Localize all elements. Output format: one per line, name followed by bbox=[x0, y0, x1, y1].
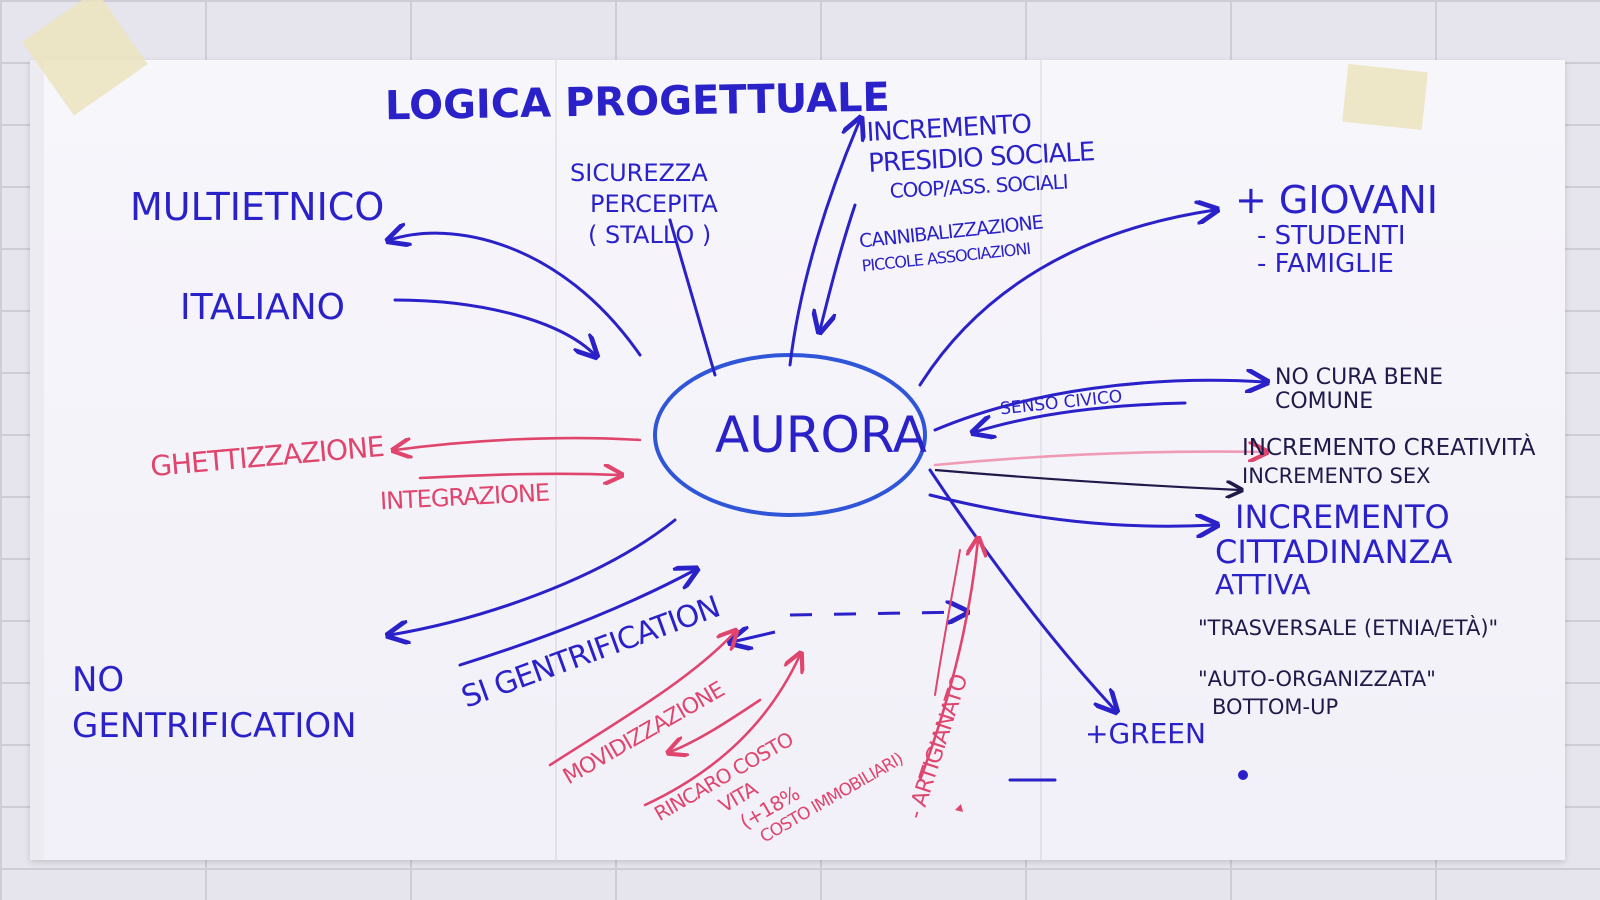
text-line: SICUREZZA bbox=[570, 159, 708, 187]
text-line: INCREMENTO bbox=[1235, 498, 1450, 536]
page-title: LOGICA PROGETTUALE bbox=[384, 74, 891, 130]
label-no-cura-bene-comune: NO CURA BENE COMUNE bbox=[1275, 365, 1444, 415]
star-marker bbox=[955, 804, 963, 812]
text-line: "AUTO-ORGANIZZATA" bbox=[1198, 667, 1436, 691]
text-line: NO CURA BENE bbox=[1275, 365, 1444, 390]
text-line: ( STALLO ) bbox=[588, 221, 712, 250]
paper-fold bbox=[555, 60, 557, 860]
center-node-label: AURORA bbox=[715, 406, 927, 464]
label-auto-organizzata: "AUTO-ORGANIZZATA" BOTTOM-UP bbox=[1198, 665, 1436, 722]
text-line: ATTIVA bbox=[1215, 568, 1311, 602]
text-line: CITTADINANZA bbox=[1215, 533, 1453, 572]
label-incremento-cittadinanza: INCREMENTO CITTADINANZA ATTIVA bbox=[1215, 498, 1453, 602]
label-multietnico: MULTIETNICO bbox=[130, 185, 385, 229]
text-line: + GIOVANI bbox=[1235, 178, 1439, 222]
text-line: - STUDENTI bbox=[1257, 220, 1406, 251]
text-line: BOTTOM-UP bbox=[1212, 695, 1339, 720]
label-incremento-creativita: INCREMENTO CREATIVITÀ bbox=[1242, 435, 1536, 461]
label-italiano: ITALIANO bbox=[180, 287, 346, 328]
text-line: PERCEPITA bbox=[590, 190, 718, 219]
paper-fold bbox=[1040, 60, 1042, 860]
label-green: +GREEN bbox=[1085, 717, 1206, 750]
label-incremento-presidio: INCREMENTO PRESIDIO SOCIALE COOP/ASS. SO… bbox=[866, 106, 1096, 204]
text-line: GENTRIFICATION bbox=[72, 705, 357, 746]
text-line: NO bbox=[72, 660, 125, 700]
paper-sheet bbox=[30, 60, 1565, 860]
label-incremento-sex: INCREMENTO SEX bbox=[1242, 464, 1431, 488]
dot-marker bbox=[1238, 770, 1248, 780]
label-trasversale: "TRASVERSALE (ETNIA/ETÀ)" bbox=[1198, 616, 1499, 640]
label-sicurezza-percepita: SICUREZZA PERCEPITA ( STALLO ) bbox=[570, 158, 718, 252]
label-giovani: + GIOVANI - STUDENTI - FAMIGLIE bbox=[1235, 178, 1439, 280]
text-line: - FAMIGLIE bbox=[1257, 249, 1394, 280]
text-line: COMUNE bbox=[1275, 389, 1374, 415]
label-no-gentrification: NO GENTRIFICATION bbox=[72, 658, 357, 750]
